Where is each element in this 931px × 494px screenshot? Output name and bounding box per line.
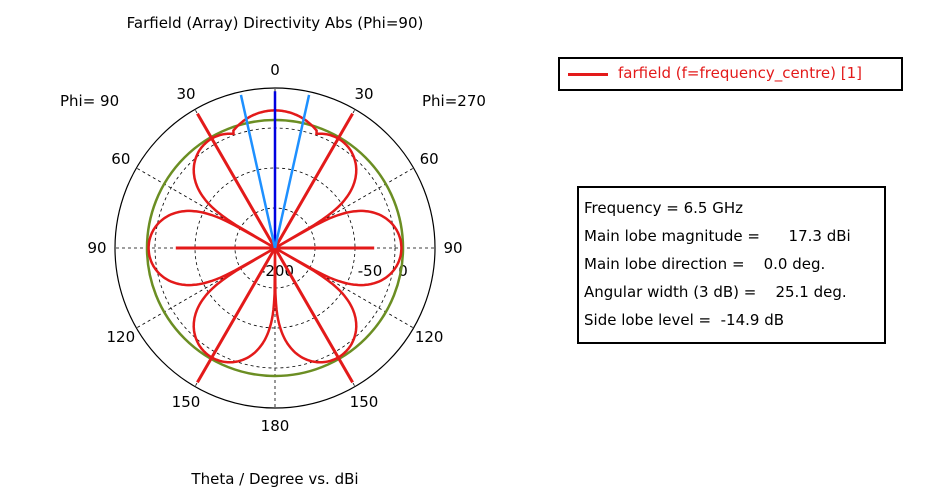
phi-left-label: Phi= 90 bbox=[60, 92, 119, 110]
pattern-null-line bbox=[196, 247, 277, 384]
info-side-lobe-level: Side lobe level = -14.9 dB bbox=[584, 311, 785, 329]
angle-tick-label: 90 bbox=[443, 239, 462, 257]
angle-tick-labels: 0 30 60 90 120 150 180 150 120 90 60 30 bbox=[87, 61, 462, 435]
angle-tick-label: 30 bbox=[354, 85, 373, 103]
angle-tick-label: 30 bbox=[176, 85, 195, 103]
angle-tick-label: 120 bbox=[415, 328, 444, 346]
pattern-null-line bbox=[273, 112, 354, 249]
pattern-null-line bbox=[273, 247, 354, 384]
angle-tick-label: 180 bbox=[261, 417, 290, 435]
info-main-lobe-direction: Main lobe direction = 0.0 deg. bbox=[584, 255, 826, 273]
angle-tick-label: 150 bbox=[350, 393, 379, 411]
x-axis-label: Theta / Degree vs. dBi bbox=[190, 470, 358, 488]
chart-title: Farfield (Array) Directivity Abs (Phi=90… bbox=[127, 14, 424, 32]
radial-tick-label: 0 bbox=[398, 262, 408, 280]
angle-tick-label: 60 bbox=[420, 150, 439, 168]
info-angular-width: Angular width (3 dB) = 25.1 deg. bbox=[584, 283, 847, 301]
legend-swatch bbox=[568, 73, 608, 76]
beamwidth-line bbox=[239, 94, 277, 249]
angle-tick-label: 0 bbox=[270, 61, 280, 79]
angle-tick-label: 60 bbox=[111, 150, 130, 168]
angle-tick-label: 120 bbox=[107, 328, 136, 346]
radial-tick-label: -50 bbox=[358, 262, 383, 280]
legend-label: farfield (f=frequency_centre) [1] bbox=[618, 64, 863, 82]
series-layer bbox=[145, 91, 405, 384]
angle-tick-label: 90 bbox=[87, 239, 106, 257]
outer-circle bbox=[114, 87, 436, 409]
info-main-lobe-magnitude: Main lobe magnitude = 17.3 dBi bbox=[584, 227, 851, 245]
legend: farfield (f=frequency_centre) [1] bbox=[558, 57, 903, 91]
info-panel: Frequency = 6.5 GHz Main lobe magnitude … bbox=[577, 186, 886, 344]
beamwidth-line bbox=[273, 94, 311, 249]
phi-right-label: Phi=270 bbox=[422, 92, 486, 110]
angle-tick-label: 150 bbox=[172, 393, 201, 411]
pattern-null-line bbox=[196, 112, 277, 249]
info-frequency: Frequency = 6.5 GHz bbox=[584, 199, 743, 217]
